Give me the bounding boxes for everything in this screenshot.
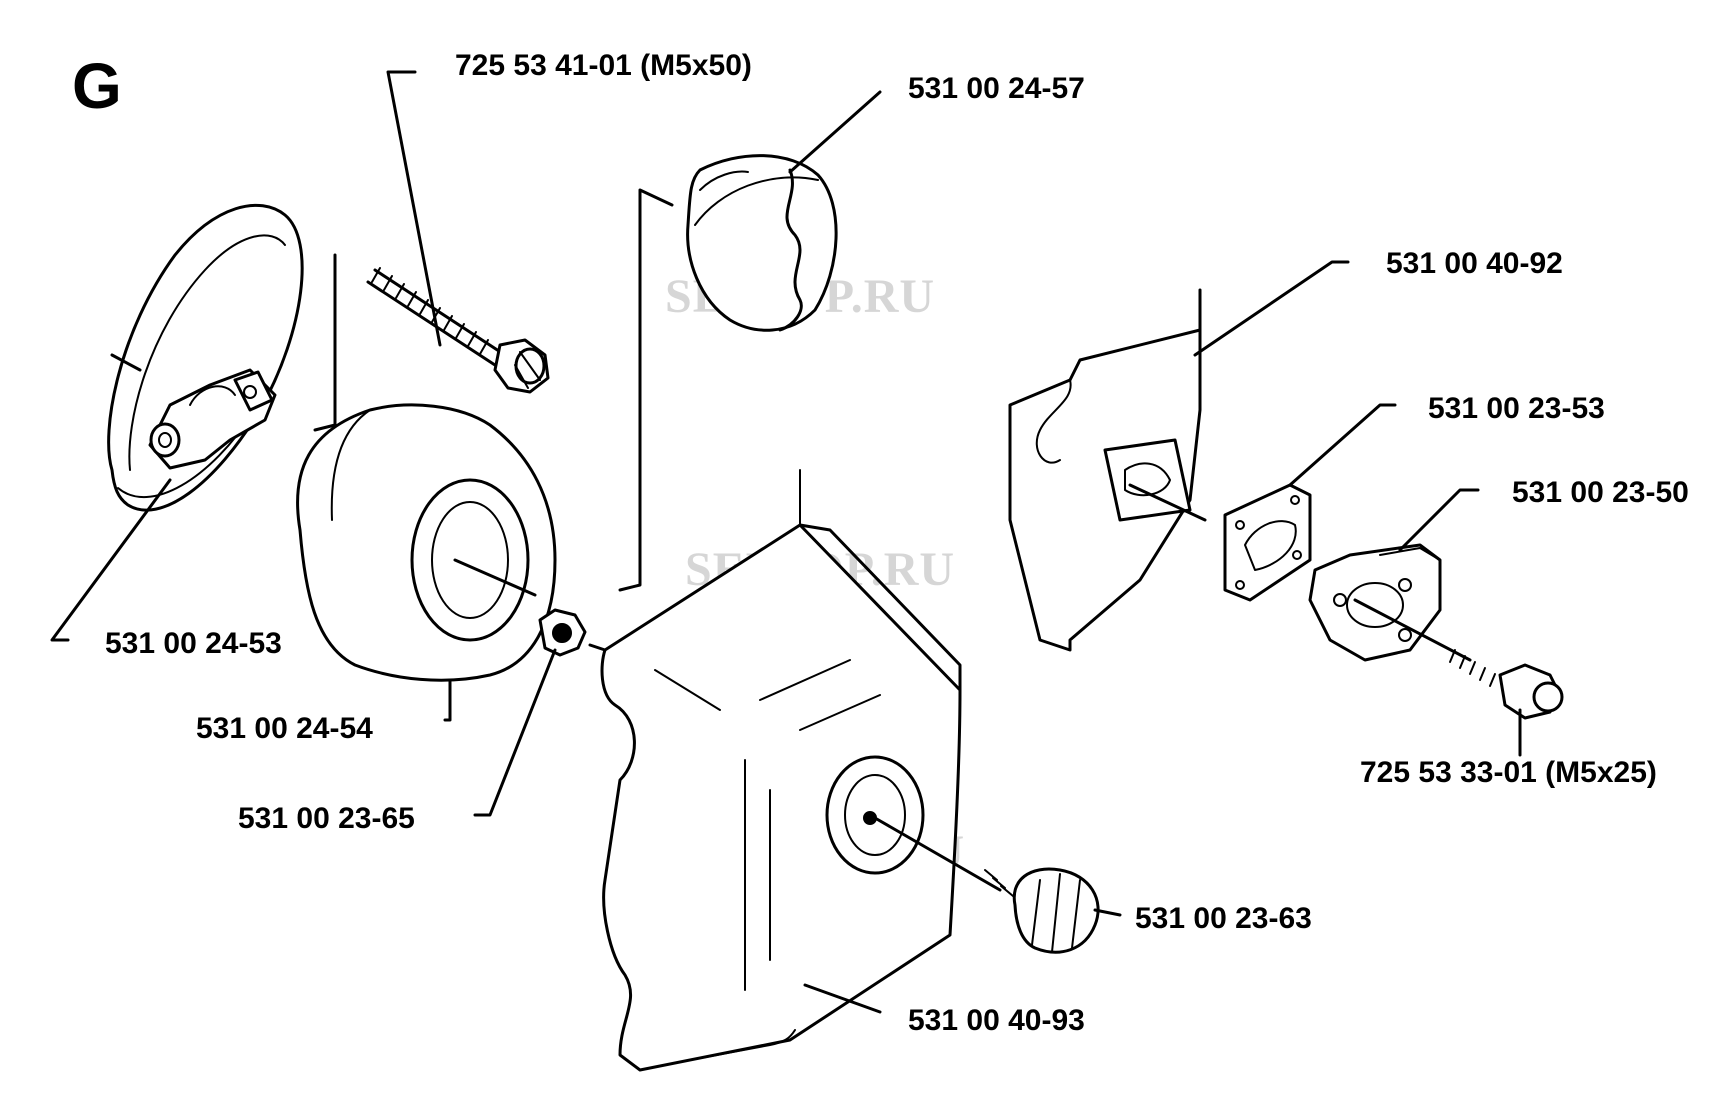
label-cover-knob: 531 00 23-63	[1135, 902, 1312, 935]
nut-drawing	[538, 608, 587, 657]
screw-m5x50-drawing	[366, 267, 550, 394]
label-air-filter-cover: 531 00 40-93	[908, 1004, 1085, 1037]
section-letter: G	[72, 50, 122, 122]
label-screw-m5x50: 725 53 41-01 (M5x50)	[455, 49, 752, 82]
air-filter-drawing	[296, 403, 557, 682]
gasket-drawing	[1223, 483, 1312, 602]
label-gasket: 531 00 23-53	[1428, 392, 1605, 425]
air-filter-cover-drawing	[600, 469, 962, 1072]
label-nut: 531 00 23-65	[238, 802, 415, 835]
filter-cap-drawing	[686, 90, 882, 332]
label-bracket-plate: 531 00 40-92	[1386, 247, 1563, 280]
label-intake-adapter: 531 00 23-50	[1512, 476, 1689, 509]
cover-knob-drawing	[873, 816, 1122, 954]
intake-adapter-drawing	[1308, 543, 1442, 662]
bracket-plate-drawing	[1008, 288, 1207, 652]
label-filter-cap: 531 00 24-57	[908, 72, 1085, 105]
label-filter-holder: 531 00 24-53	[105, 627, 282, 660]
filter-holder-drawing	[107, 203, 304, 512]
screw-m5x25-drawing	[1353, 598, 1564, 757]
label-screw-m5x25: 725 53 33-01 (M5x25)	[1360, 756, 1657, 789]
label-air-filter: 531 00 24-54	[196, 712, 373, 745]
leader-lines	[50, 70, 1480, 1014]
